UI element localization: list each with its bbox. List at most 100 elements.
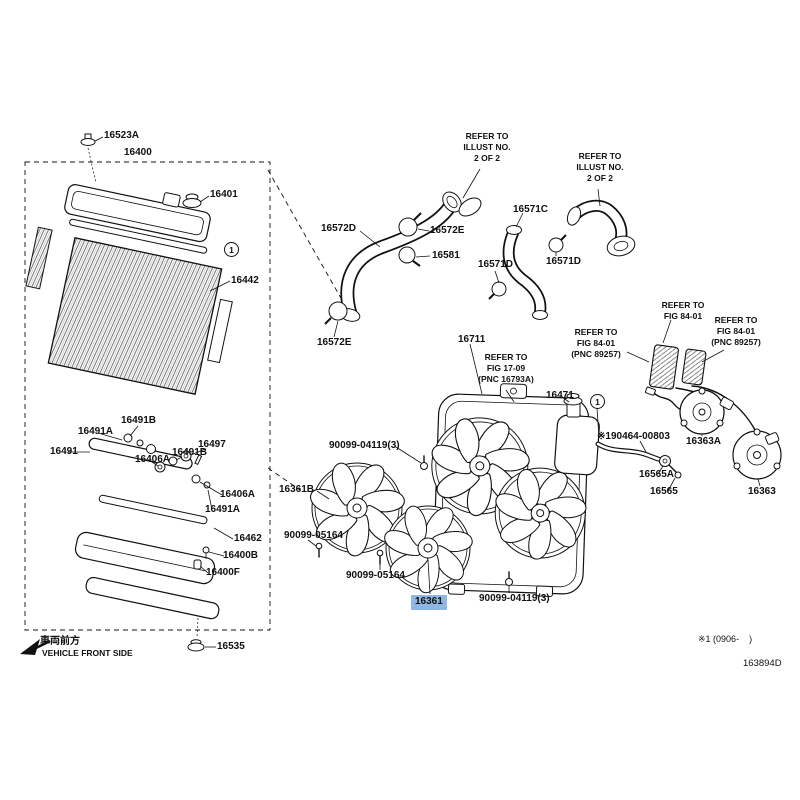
refer-line: ILLUST NO. (463, 142, 511, 153)
clamp-16581-drawing (398, 246, 421, 267)
refer-line: FIG 17-09 (486, 363, 526, 374)
refer-line: REFER TO (484, 352, 528, 362)
part-label-90099-05164-1[interactable]: 90099-05164 (284, 530, 343, 541)
refer-line: ILLUST NO. (576, 162, 624, 173)
part-label-16361-highlighted[interactable]: 16361 (411, 595, 447, 610)
screw-90099-05164-left-drawing (315, 542, 323, 558)
upper-hose-16572d-drawing (339, 191, 482, 322)
refer-line: REFER TO (465, 131, 509, 141)
part-label-16581[interactable]: 16581 (432, 250, 460, 261)
part-label-16471[interactable]: 16471 (546, 390, 574, 401)
vehicle-front-label-en: VEHICLE FRONT SIDE (42, 648, 133, 658)
part-label-16442[interactable]: 16442 (231, 275, 259, 286)
part-label-16406a-2[interactable]: 16406A (220, 489, 256, 500)
refer-note-fig-17-09: REFER TO FIG 17-09 (PNC 16793A) (468, 352, 544, 385)
part-label-16565[interactable]: 16565 (650, 486, 678, 497)
part-label-16491a-1[interactable]: 16491A (78, 426, 114, 437)
refer-note-illust-2: REFER TO ILLUST NO. 2 OF 2 (566, 151, 634, 184)
part-label-16572e-1[interactable]: 16572E (430, 225, 465, 236)
part-label-16400f[interactable]: 16400F (206, 567, 240, 578)
overflow-hose-drawing (595, 441, 668, 464)
part-label-16523a[interactable]: 16523A (104, 130, 140, 141)
seal-16462-drawing (98, 494, 208, 525)
part-label-16571c[interactable]: 16571C (513, 204, 549, 215)
refer-line: REFER TO (574, 327, 618, 337)
part-label-90099-05164-2[interactable]: 90099-05164 (346, 570, 405, 581)
part-label-16363[interactable]: 16363 (748, 486, 776, 497)
radiator-cap-16401-drawing (182, 193, 202, 208)
part-label-16491b-2[interactable]: 16491B (172, 447, 208, 458)
refer-note-fig-84-01-center: REFER TO FIG 84-01 (648, 300, 718, 322)
bolt-90099-04119-left-drawing (420, 455, 428, 470)
part-label-16491[interactable]: 16491 (50, 446, 78, 457)
part-label-16565a[interactable]: 16565A (639, 469, 675, 480)
refer-note-fig-84-01-right: REFER TO FIG 84-01 (PNC 89257) (701, 315, 771, 348)
circled-number-1-right: 1 (590, 394, 605, 409)
plug-16400f-drawing (193, 559, 202, 570)
part-label-16361b[interactable]: 16361B (279, 484, 315, 495)
lower-shell-drawing (85, 576, 220, 620)
part-label-16491a-2[interactable]: 16491A (205, 504, 241, 515)
part-label-16400b[interactable]: 16400B (223, 550, 259, 561)
refer-line: (PNC 16793A) (478, 374, 534, 385)
refer-line: 2 OF 2 (587, 173, 613, 184)
part-label-16571d-2[interactable]: 16571D (546, 256, 582, 267)
vehicle-front-label-jp: 車両前方 (40, 636, 80, 647)
tank-gasket-drawing (69, 218, 208, 254)
refer-note-illust-1: REFER TO ILLUST NO. 2 OF 2 (453, 131, 521, 164)
part-label-16571d-1[interactable]: 16571D (478, 259, 514, 270)
refer-note-fig-84-01-left: REFER TO FIG 84-01 (PNC 89257) (561, 327, 631, 360)
screw-90099-05164-right-drawing (376, 549, 384, 565)
leader-lines (68, 136, 761, 648)
refer-line: REFER TO (714, 315, 758, 325)
refer-line: FIG 84-01 (716, 326, 756, 337)
clamp-16571d-right-drawing (548, 234, 567, 253)
lower-tank-drawing (74, 531, 216, 585)
circled-number-1-left: 1 (224, 242, 239, 257)
radiator-core-drawing (25, 226, 233, 395)
part-label-16535[interactable]: 16535 (217, 641, 245, 652)
refer-line: REFER TO (578, 151, 622, 161)
drain-cap-16535-drawing (187, 617, 205, 652)
part-label-90099-04119-1[interactable]: 90099-04119(3) (329, 440, 400, 451)
part-label-16400[interactable]: 16400 (124, 147, 152, 158)
part-label-16406a-1[interactable]: 16406A (135, 454, 171, 465)
lower-bar-16491-drawing (88, 437, 193, 470)
refer-line: FIG 84-01 (576, 338, 616, 349)
refer-line: FIG 84-01 (663, 311, 703, 322)
part-label-16401[interactable]: 16401 (210, 189, 238, 200)
water-inlet-drawing (566, 199, 636, 257)
part-label-16491b-1[interactable]: 16491B (121, 415, 157, 426)
diagram-number: 163894D (743, 658, 782, 669)
refer-line: 2 OF 2 (474, 153, 500, 164)
grommet-clips-drawing (123, 433, 211, 489)
fan-right-in-shroud (491, 464, 591, 564)
part-label-16572d[interactable]: 16572D (321, 223, 357, 234)
fan-16361-drawing (382, 502, 476, 596)
part-label-16462[interactable]: 16462 (234, 533, 262, 544)
grommet-16565-drawing (659, 455, 682, 479)
fan-motor-16363-drawing (732, 428, 782, 480)
part-label-90099-04119-2[interactable]: 90099-04119(3) (479, 593, 550, 604)
hose-16571c-drawing (502, 225, 548, 320)
bolt-90099-04119-bottom-drawing (505, 571, 513, 586)
part-label-16711[interactable]: 16711 (458, 334, 486, 345)
refer-line: REFER TO (661, 300, 705, 310)
part-label-16572e-2[interactable]: 16572E (317, 337, 352, 348)
clamp-16572e-upper-drawing (398, 212, 422, 237)
part-label-16497[interactable]: 16497 (198, 439, 226, 450)
clamp-16572e-lower-drawing (324, 301, 348, 325)
fan-controller-modules-drawing (649, 344, 707, 390)
upper-tank-drawing (64, 184, 211, 243)
cap-16523a-drawing (80, 133, 97, 184)
fan-motor-16363a-drawing (679, 387, 734, 435)
part-label-190464-00803[interactable]: ※190464-00803 (597, 431, 670, 442)
radiator-drawing (20, 133, 233, 655)
refer-line: (PNC 89257) (711, 337, 761, 348)
bolt-16400b-drawing (202, 546, 210, 559)
footnote-applicability: ※1 (0906- ) (698, 634, 753, 644)
reservoir-16471-drawing (554, 393, 600, 476)
part-label-16363a[interactable]: 16363A (686, 436, 722, 447)
